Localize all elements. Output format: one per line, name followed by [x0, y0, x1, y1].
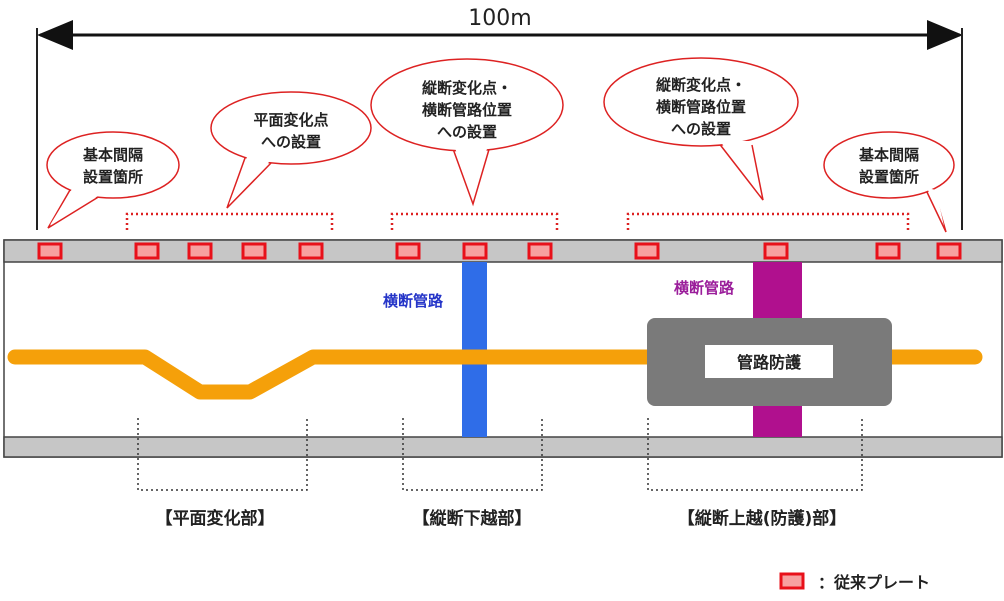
svg-text:基本間隔設置箇所: 基本間隔設置箇所	[858, 146, 919, 186]
legend-plate-icon	[779, 572, 805, 590]
pipe-protection-label-box	[705, 345, 833, 378]
callout-bubble-5: 基本間隔設置箇所	[823, 131, 955, 233]
pipe-protection-label: 管路防護	[737, 353, 802, 372]
marker-plate	[298, 242, 324, 260]
marker-plate	[187, 242, 213, 260]
marker-plate	[395, 242, 421, 260]
dimension-label: 100m	[468, 6, 531, 31]
svg-text:縦断変化点・横断管路位置への設置: 縦断変化点・横断管路位置への設置	[656, 76, 746, 138]
dimension-line: 100m	[36, 6, 963, 230]
cross-pipe-blue-label: 横断管路	[383, 292, 444, 310]
cross-pipe-magenta-label: 横断管路	[674, 279, 735, 297]
marker-plate	[527, 242, 553, 260]
bottom-curb-band	[3, 436, 1003, 458]
marker-plate	[462, 242, 488, 260]
callout-bubble-4: 縦断変化点・横断管路位置への設置	[603, 57, 799, 201]
legend-label: ：従来プレート	[818, 573, 930, 592]
marker-plate	[634, 242, 660, 260]
marker-plate	[875, 242, 901, 260]
marker-plate	[134, 242, 160, 260]
marker-plate	[763, 242, 789, 260]
main-pipeline	[7, 349, 983, 400]
section-label-plan-change: 【平面変化部】	[156, 508, 275, 529]
placement-brackets	[125, 212, 910, 230]
marker-plates	[37, 242, 962, 260]
section-label-over-crossing: 【縦断上越(防護)部】	[678, 508, 847, 529]
section-brackets	[137, 418, 863, 491]
marker-plate	[37, 242, 63, 260]
callout-bubble-3: 縦断変化点・横断管路位置への設置	[370, 58, 564, 207]
svg-text:基本間隔設置箇所: 基本間隔設置箇所	[82, 146, 143, 186]
svg-text:平面変化点への設置: 平面変化点への設置	[253, 111, 328, 151]
marker-plate	[936, 242, 962, 260]
section-label-under-crossing: 【縦断下越部】	[413, 508, 532, 529]
svg-text:縦断変化点・横断管路位置への設置: 縦断変化点・横断管路位置への設置	[422, 79, 512, 141]
callout-bubble-1: 基本間隔設置箇所	[46, 131, 180, 229]
marker-plate	[241, 242, 267, 260]
callout-bubble-2: 平面変化点への設置	[210, 91, 372, 209]
